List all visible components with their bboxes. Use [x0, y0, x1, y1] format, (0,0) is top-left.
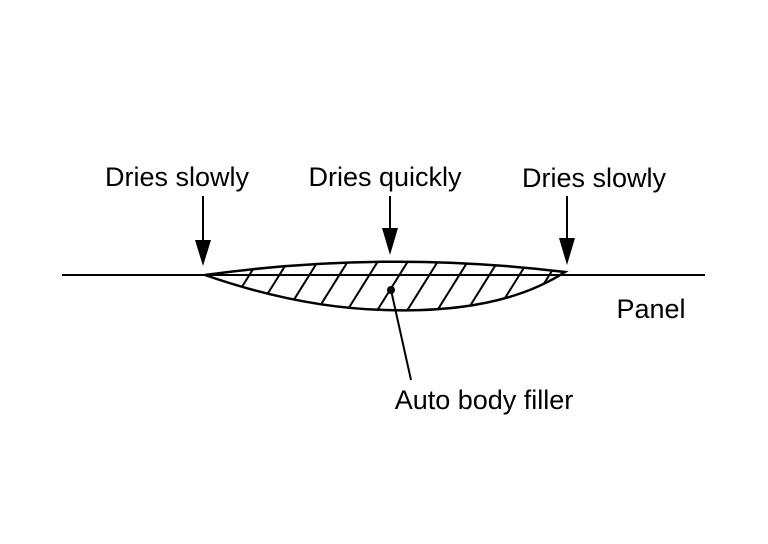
filler-leader — [387, 286, 412, 381]
arrow-center — [382, 196, 398, 255]
label-auto-body-filler: Auto body filler — [395, 385, 574, 415]
label-dries-slowly-right: Dries slowly — [522, 163, 667, 193]
label-dries-slowly-left: Dries slowly — [105, 162, 250, 192]
arrow-right — [559, 196, 575, 265]
auto-body-filler-shape — [204, 260, 569, 312]
arrow-left — [195, 196, 211, 266]
label-panel: Panel — [616, 294, 685, 324]
label-dries-quickly: Dries quickly — [308, 162, 462, 192]
